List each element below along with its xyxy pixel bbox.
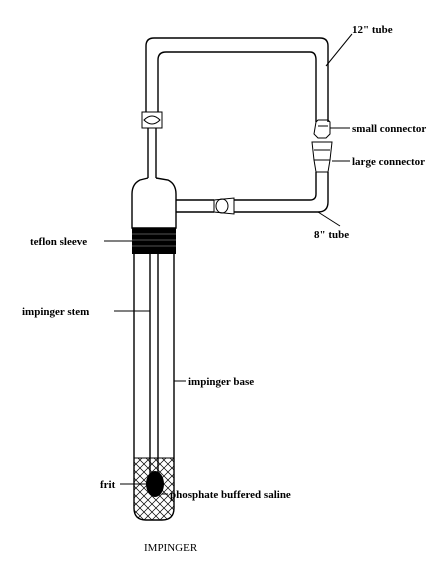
- large-connector: [311, 141, 333, 173]
- stem-top-joint: [141, 111, 163, 129]
- side-arm-joint: [213, 197, 235, 215]
- label-impinger-stem: impinger stem: [22, 306, 89, 318]
- upper-stem: [147, 128, 157, 178]
- inner-stem: [149, 254, 159, 474]
- label-12-inch-tube: 12" tube: [352, 24, 393, 36]
- label-large-connector: large connector: [352, 156, 425, 168]
- small-connector: [313, 119, 331, 139]
- label-frit: frit: [100, 479, 116, 491]
- impinger-head: [131, 177, 177, 229]
- label-teflon-sleeve: teflon sleeve: [30, 236, 87, 248]
- label-small-connector: small connector: [352, 123, 426, 135]
- leader-lines: [104, 33, 353, 495]
- label-phosphate-buffered-saline: phosphate buffered saline: [170, 489, 291, 501]
- frit-shape: [146, 471, 164, 497]
- label-impinger-base: impinger base: [188, 376, 254, 388]
- side-arm: [176, 199, 214, 213]
- label-8-inch-tube: 8" tube: [314, 229, 349, 241]
- tube-12-inch: [145, 37, 329, 122]
- diagram-caption: IMPINGER: [144, 542, 198, 554]
- tube-8-inch: [234, 172, 329, 213]
- teflon-sleeve-band: [132, 228, 176, 254]
